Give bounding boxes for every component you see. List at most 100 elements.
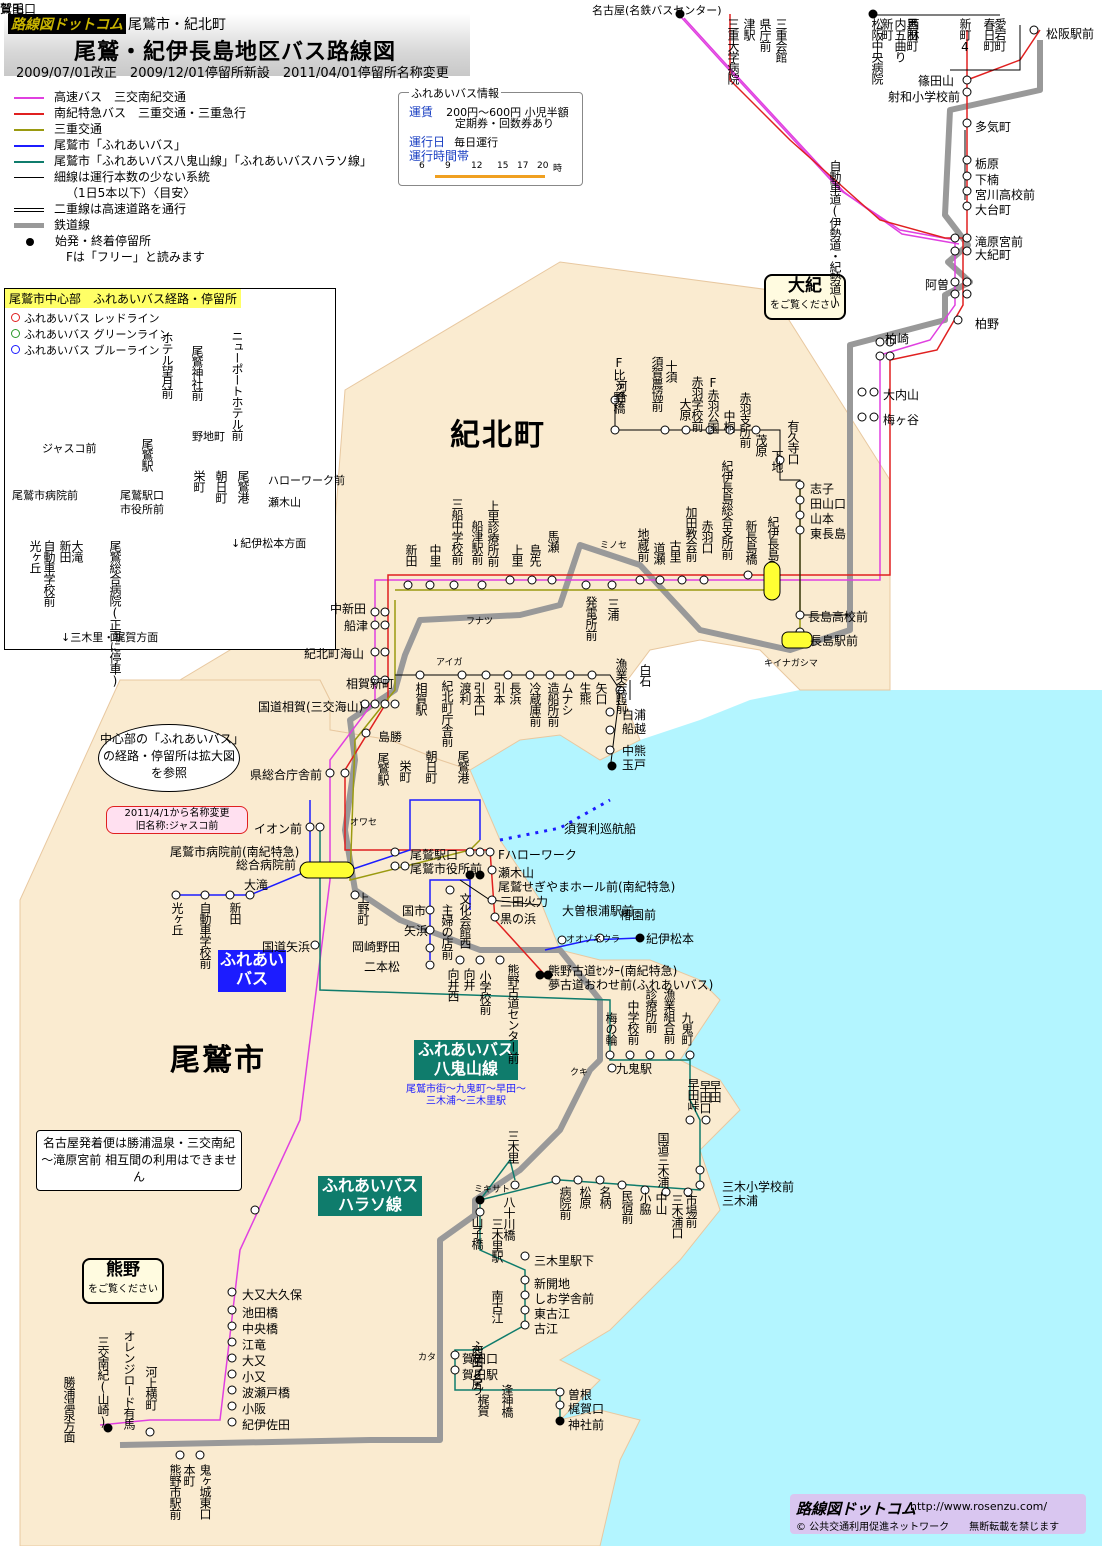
- stop-label: 中山: [654, 1192, 668, 1214]
- stop-label: 尾鷲市役所前: [410, 862, 483, 876]
- stop-label: 小阪: [242, 1402, 267, 1416]
- stop-label: 松原: [578, 1186, 592, 1208]
- stop-label: ニューポートホテル前: [230, 330, 244, 440]
- stop-label: 生熊: [578, 682, 592, 704]
- taiki-callout[interactable]: 大紀 をご覧ください: [764, 274, 846, 320]
- stop-label: F赤羽公園: [706, 376, 720, 433]
- taiki-sub: をご覧ください: [770, 300, 840, 311]
- stop-label: 中桐: [722, 410, 736, 432]
- stop-label: ジャスコ前: [42, 442, 97, 455]
- stop-label: 新長島橋: [744, 520, 758, 564]
- stop-label: 長島高校前: [808, 610, 869, 624]
- stop-label: 紀伊松本: [646, 932, 695, 946]
- stop-label: 三木浦: [722, 1194, 759, 1208]
- stop-label: しお学舎前: [534, 1292, 595, 1306]
- inset-dir-matsumoto: ↓紀伊松本方面: [231, 537, 307, 550]
- nagoya-note: 名古屋発着便は勝浦温泉・三交南紀～滝原宮前 相互間の利用はできません: [36, 1130, 242, 1191]
- stop-label: 三木里駅: [490, 1218, 504, 1262]
- fare-value: 200円～600円 小児半額: [446, 106, 569, 119]
- stop-label: 本町: [182, 1464, 196, 1486]
- stop-label: 白石: [638, 664, 652, 686]
- revision-note: 2009/07/01改正 2009/12/01停留所新設 2011/04/01停…: [16, 66, 449, 81]
- stop-label: 尾鷲駅口: [120, 489, 164, 502]
- stop-label: 尾鷲港: [236, 470, 250, 503]
- legend-row: 鉄道線: [14, 216, 90, 233]
- stop-label: 中央橋: [242, 1322, 279, 1336]
- inset-legend-dot: [11, 313, 20, 322]
- stop-label: 賀田口: [0, 2, 37, 16]
- stop-label: 射和小学校前: [888, 90, 961, 104]
- stop-label: 中熊: [622, 744, 647, 758]
- footer-logo[interactable]: 路線図ドットコム: [796, 1500, 917, 1518]
- stop-label: キイナガシマ: [764, 659, 818, 669]
- stop-label: 須賀利巡航船: [564, 822, 637, 836]
- stop-label: 山本: [810, 512, 835, 526]
- stop-label: 赤羽支所前: [738, 392, 752, 447]
- inset-legend-row: ふれあいバス レッドライン: [11, 311, 170, 327]
- legend-row: 高速バス 三交南紀交通: [14, 88, 186, 105]
- stop-label: 向井西: [446, 968, 460, 1001]
- stop-label: カタ: [418, 1353, 437, 1363]
- inset-legend-dot: [11, 329, 20, 338]
- page-title: 尾鷲・紀伊長島地区バス路線図: [74, 40, 397, 65]
- stop-label: 長島駅前: [810, 634, 859, 648]
- stop-label: 名古屋(名鉄バスセンター): [592, 4, 722, 17]
- stop-label: 三浦: [606, 598, 620, 620]
- stop-label: 多気町: [975, 120, 1012, 134]
- stop-label: 尾鷲神社前: [190, 345, 204, 400]
- stop-label: 西田ノ尻: [470, 1345, 484, 1389]
- legend-row: 南紀特急バス 三重交通・三重急行: [14, 104, 246, 121]
- stop-label: 梅の輪: [604, 1012, 618, 1045]
- stop-label: 名柄: [598, 1186, 612, 1208]
- stop-label: 柏崎: [885, 332, 910, 346]
- kumano-callout[interactable]: 熊野 をご覧ください: [82, 1258, 164, 1304]
- fureai-info-box: ふれあいバス情報 運賃 200円～600円 小児半額 定期券・回数券あり 運行日…: [398, 85, 583, 186]
- nagashima-terminal: [763, 561, 781, 601]
- stop-label: 松阪中央病院: [870, 18, 884, 84]
- sea-area-right: [890, 690, 1102, 1546]
- stop-label: 九鬼町: [680, 1012, 694, 1045]
- header-logo[interactable]: 路線図ドットコム: [8, 14, 126, 34]
- stop-label: 馬瀬: [546, 530, 560, 552]
- stop-label: 新田: [58, 540, 72, 562]
- rename-note-2: 旧名称:ジャスコ前: [135, 821, 219, 832]
- stop-label: 東古江: [534, 1307, 571, 1321]
- yakiyama-sub: 尾鷲市街～九鬼町～早田～三木浦～三木里駅: [406, 1084, 526, 1107]
- legend-label: 鉄道線: [54, 218, 91, 232]
- stop-label: 尾鷲総合病院(正面に停車): [108, 540, 122, 687]
- stop-label: 玉戸: [622, 758, 647, 772]
- stop-label: 紀伊長島: [766, 516, 780, 560]
- stop-label: オレンジロード有馬: [122, 1330, 136, 1429]
- stop-label: 渡利: [458, 682, 472, 704]
- stop-label: 文化会館西: [458, 893, 472, 948]
- stop-label: 有久寺口: [786, 420, 800, 464]
- footer: 路線図ドットコム http://www.rosenzu.com/ © 公共交通利…: [790, 1494, 1086, 1534]
- stop-label: 三船中学校前: [450, 498, 464, 564]
- footer-url[interactable]: http://www.rosenzu.com/: [910, 1500, 1048, 1513]
- legend-row: 始発・終着停留所: [14, 232, 151, 249]
- stop-label: 須賀農協前: [650, 356, 664, 411]
- stop-label: 診療所前: [644, 988, 658, 1032]
- stop-label: 光ヶ丘: [28, 540, 42, 573]
- stop-label: ムナシ: [560, 682, 574, 715]
- stop-label: 船津駅前: [470, 520, 484, 564]
- rail-line: [119, 40, 1043, 1448]
- stop-label: 県総合庁舎前: [250, 768, 323, 782]
- legend-label: 尾鷲市「ふれあいバス」: [54, 138, 187, 152]
- stop-label: 市役所前: [120, 503, 164, 516]
- stop-label: 新田: [228, 902, 242, 924]
- legend-row: （1日5本以下）〈目安〉: [14, 184, 195, 201]
- stop-label: ミノセ: [600, 541, 628, 551]
- legend-swatch: [14, 177, 44, 178]
- stop-label: 八十川橋: [502, 1196, 516, 1240]
- stop-label: 柏野: [975, 317, 1000, 331]
- stop-label: 神社前: [568, 1418, 605, 1432]
- hour-tick: 15: [497, 161, 509, 171]
- stop-label: 河合: [614, 380, 628, 402]
- stop-label: 南古江: [490, 1290, 504, 1323]
- footer-copyright: © 公共交通利用促進ネットワーク 無断転載を禁じます: [796, 1522, 1060, 1533]
- stop-label: 熊野市駅前: [168, 1464, 182, 1519]
- legend-label: 尾鷲市「ふれあいバス八鬼山線」「ふれあいバスハラソ線」: [54, 154, 373, 168]
